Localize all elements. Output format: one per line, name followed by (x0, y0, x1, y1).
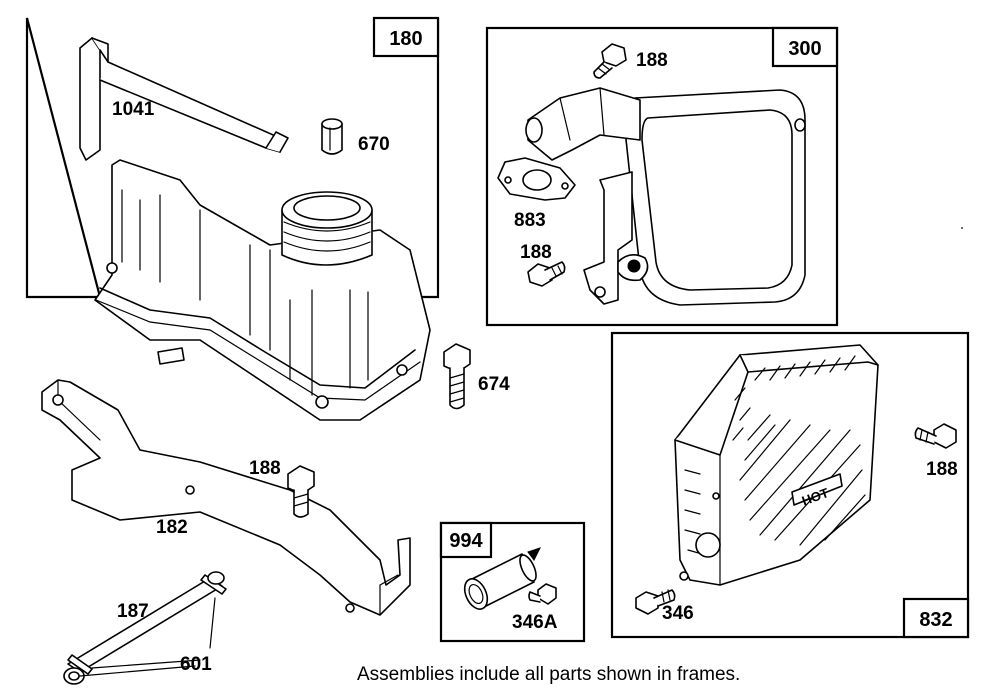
frame-180-border (25, 17, 440, 299)
tank-bracket-part (79, 37, 289, 161)
bolt-674-part (443, 343, 471, 410)
spark-arrestor-part (463, 547, 541, 610)
frame-180-number-box (372, 16, 440, 58)
fuel-tank-part (94, 159, 431, 421)
frame-180-number: 180 (389, 28, 422, 50)
frame-832-border (610, 331, 970, 639)
label-1041: 1041 (112, 99, 155, 120)
bolt-188-right-part (914, 423, 957, 449)
frame-994: 994 (439, 521, 586, 643)
frame-994-border (439, 521, 586, 643)
screw-346-part (635, 589, 676, 615)
muffler-part (525, 87, 806, 306)
label-674: 674 (478, 374, 510, 395)
bolt-188-top-part (593, 43, 627, 79)
bolt-188-lower-part (527, 261, 566, 287)
frame-300: 300 (485, 26, 839, 327)
screw-346A-part (528, 583, 557, 605)
frame-300-number-box (771, 26, 839, 68)
bolt-188-center-part (287, 465, 315, 518)
frame-300-border (485, 26, 839, 327)
part-labels: 1041 670 674 188 182 187 601 188 883 188… (112, 50, 958, 675)
frame-300-number: 300 (788, 38, 821, 60)
label-670: 670 (358, 134, 390, 155)
label-188-center: 188 (249, 458, 281, 479)
frame-180: 180 (25, 16, 440, 299)
label-188-lower: 188 (520, 242, 552, 263)
label-182: 182 (156, 517, 188, 538)
label-346: 346 (662, 603, 694, 624)
fuel-line-part (63, 571, 227, 685)
label-601: 601 (180, 654, 212, 675)
frame-832-number: 832 (919, 609, 952, 631)
frame-994-number: 994 (449, 530, 483, 552)
tank-mount-bracket-part (41, 379, 411, 616)
label-188-right: 188 (926, 459, 958, 480)
label-188-top: 188 (636, 50, 668, 71)
frame-832: 832 (610, 331, 970, 639)
caption: Assemblies include all parts shown in fr… (357, 664, 741, 685)
frame-994-number-box (439, 521, 493, 559)
heat-shield-part: HOT (674, 344, 879, 586)
label-187: 187 (117, 601, 149, 622)
gasket-part (497, 157, 576, 201)
label-883: 883 (514, 210, 546, 231)
bushing-part (321, 118, 343, 155)
frame-832-number-box (902, 597, 970, 639)
stray-dot (961, 227, 963, 229)
label-346A: 346A (512, 612, 558, 633)
